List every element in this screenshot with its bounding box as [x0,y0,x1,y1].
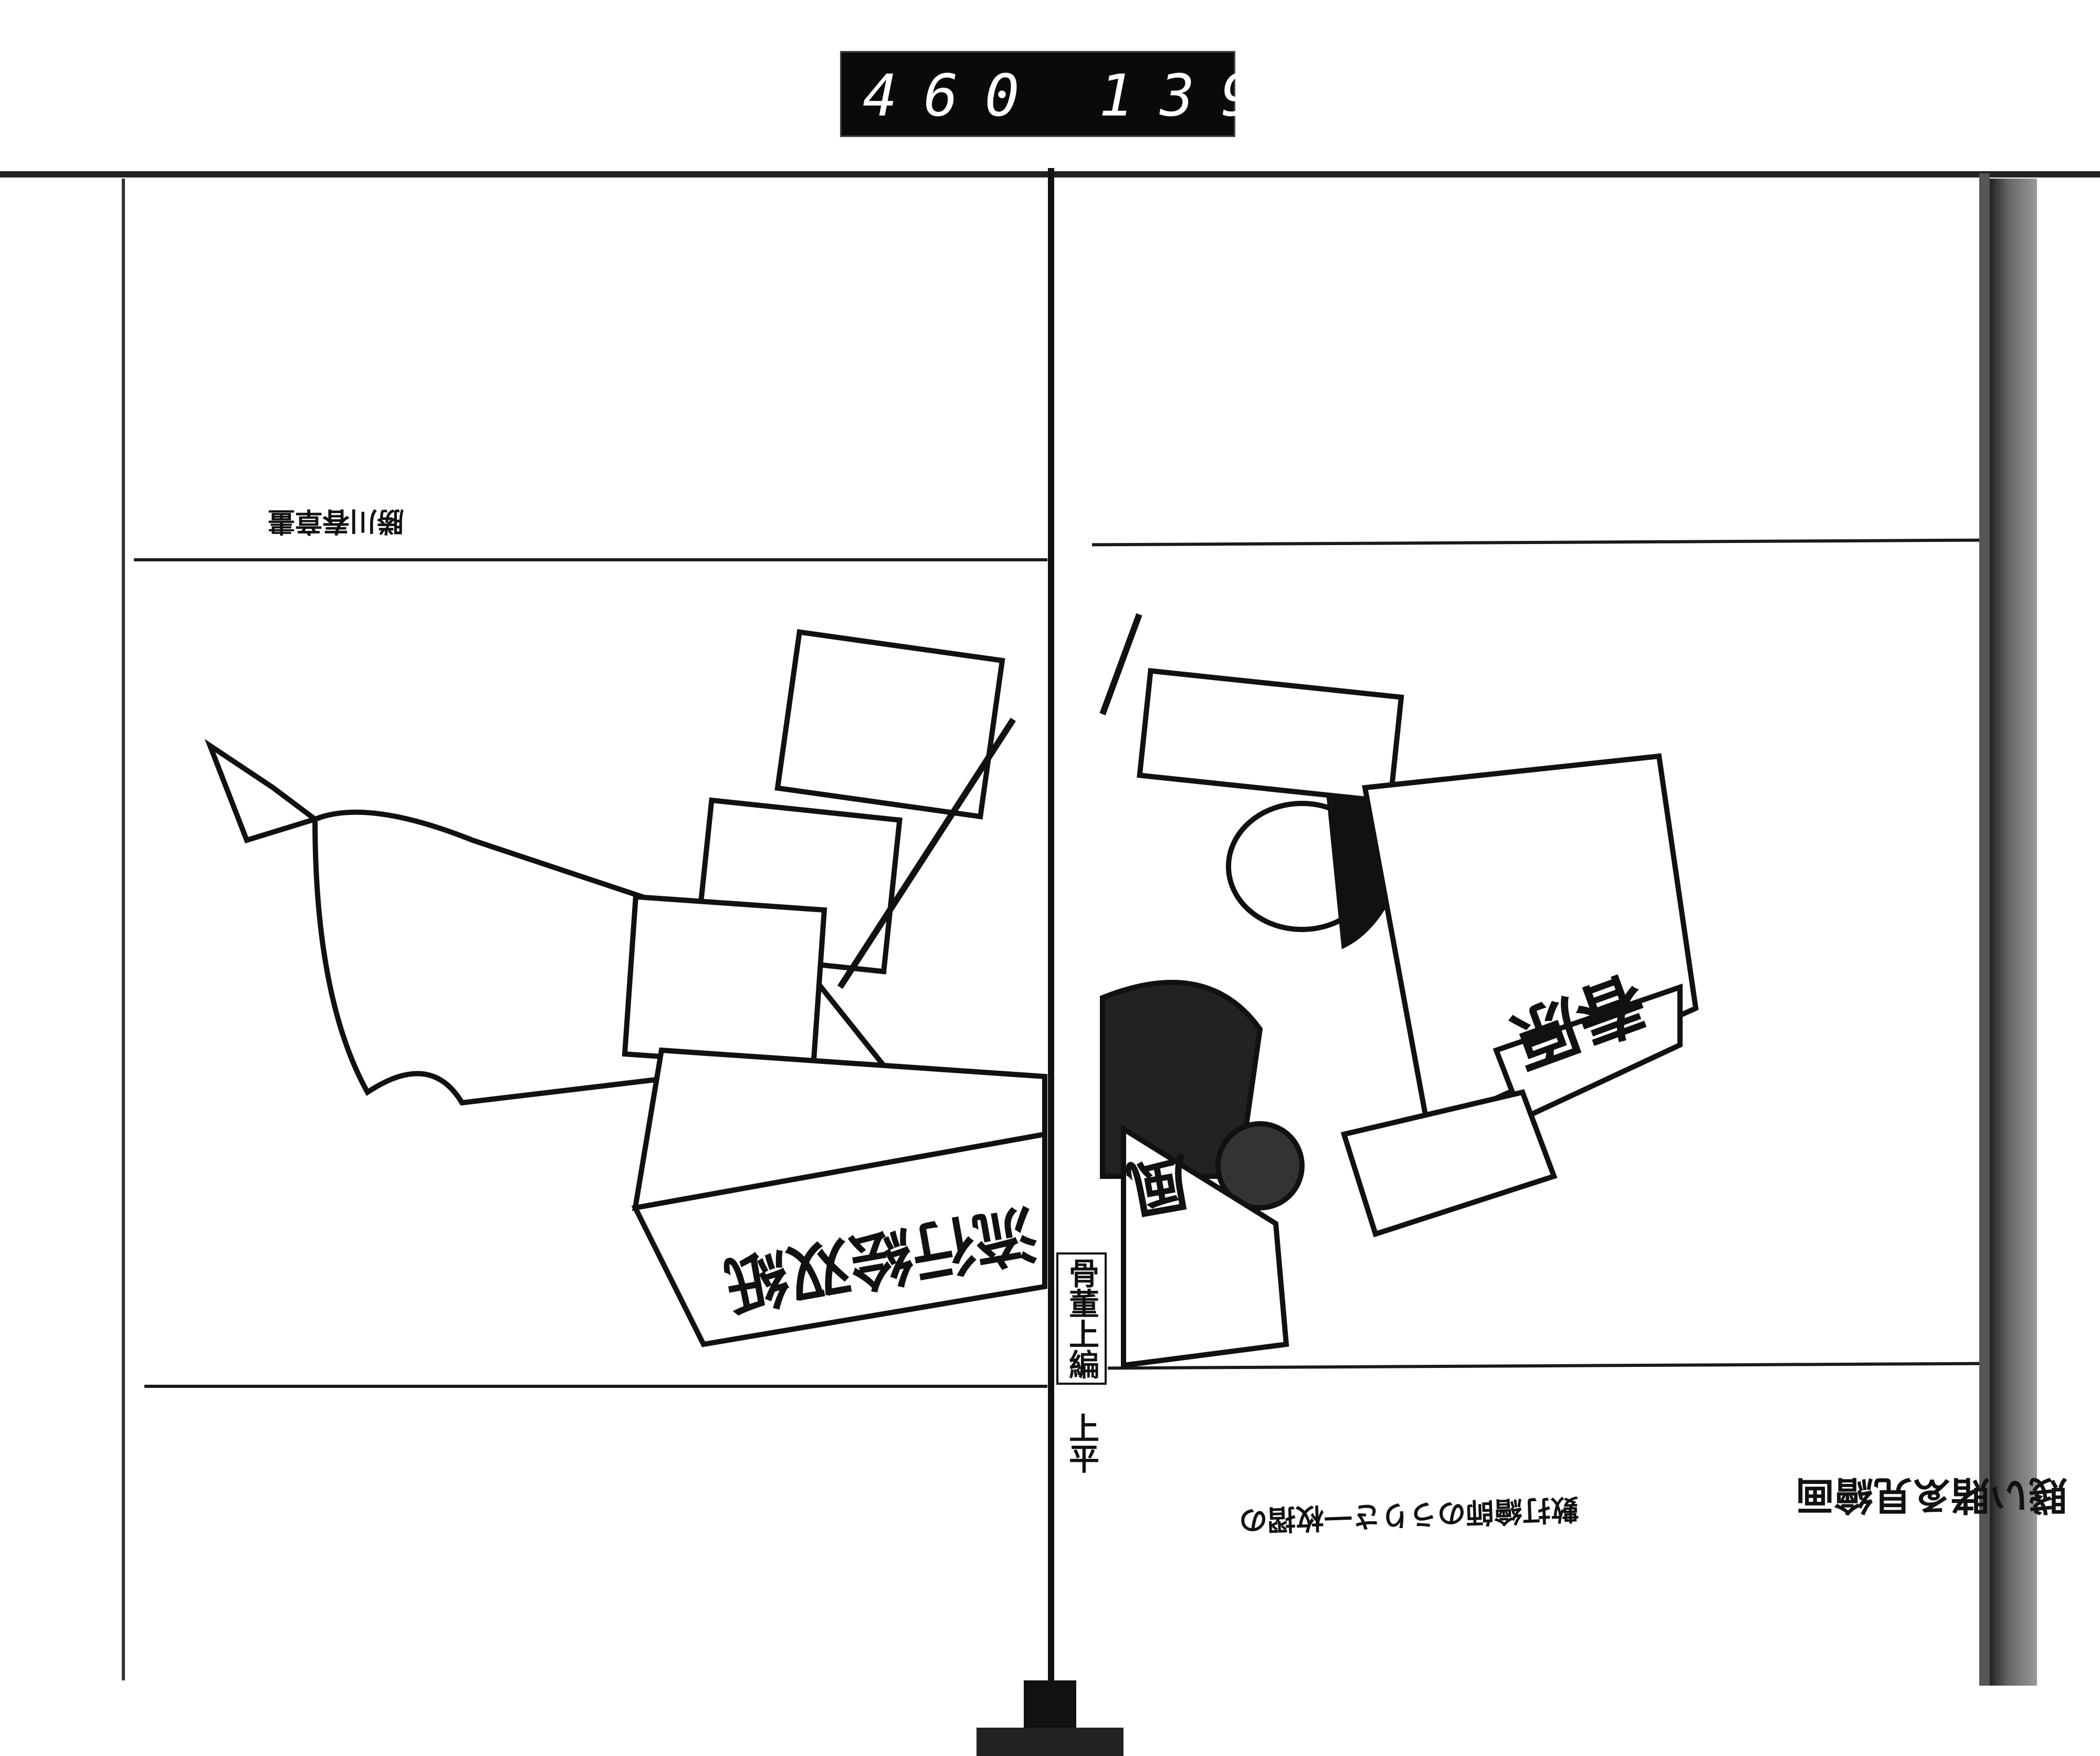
left-frame-top [134,558,1047,561]
page-stack-edge [1990,179,2037,1686]
left-frame-bottom [144,1385,1047,1388]
center-title-box: 骨董上編 [1056,1252,1107,1385]
book-stand-base [976,1728,1124,1756]
right-signboard [1121,1124,1289,1368]
label-right-number: 139. [1099,62,1343,129]
right-page-edge [1979,173,1990,1686]
left-page [122,179,1054,1680]
catalog-number-label: 460 139. [840,51,1317,137]
label-left-number: 460 [863,62,1046,129]
book-spine-line [1048,168,1054,1691]
center-section: 上平 [1064,1413,1099,1473]
